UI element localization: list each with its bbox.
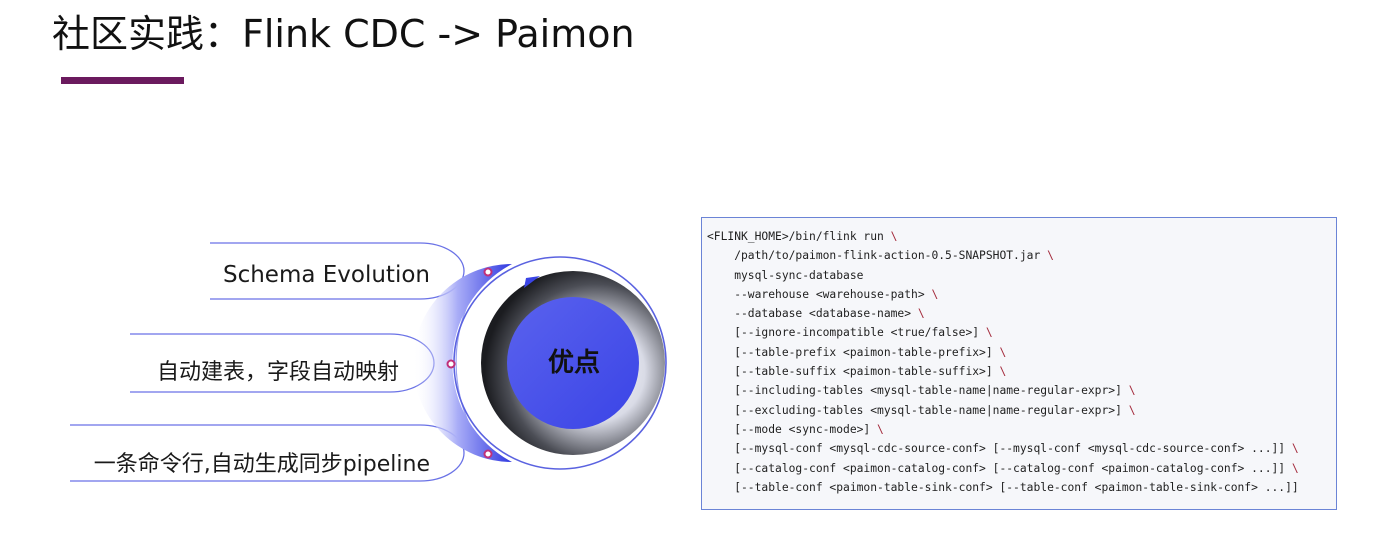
ring-arrow-icon <box>524 276 540 288</box>
code-line: [--mysql-conf <mysql-cdc-source-conf> [-… <box>707 442 1299 456</box>
page-title: 社区实践：Flink CDC -> Paimon <box>52 12 635 56</box>
code-line: mysql-sync-database <box>707 268 864 282</box>
code-line: [--excluding-tables <mysql-table-name|na… <box>707 403 1136 417</box>
pin-bottom <box>483 449 493 459</box>
title-underline <box>61 77 184 84</box>
blue-crescent <box>413 264 512 462</box>
code-line: --warehouse <warehouse-path> \ <box>707 287 939 301</box>
code-line: [--table-prefix <paimon-table-prefix>] \ <box>707 345 1007 359</box>
code-line: [--catalog-conf <paimon-catalog-conf> [-… <box>707 461 1299 475</box>
pin-top <box>483 267 493 277</box>
advantage-auto-table-mapping: 自动建表，字段自动映射 <box>156 360 399 385</box>
advantages-diagram <box>70 242 667 482</box>
code-line: [--including-tables <mysql-table-name|na… <box>707 384 1136 398</box>
center-circle <box>507 297 639 429</box>
code-line: [--table-conf <paimon-table-sink-conf> [… <box>707 480 1299 494</box>
code-line: /path/to/paimon-flink-action-0.5-SNAPSHO… <box>707 249 1054 263</box>
advantage-schema-evolution: Schema Evolution <box>222 262 430 288</box>
code-block: <FLINK_HOME>/bin/flink run \ /path/to/pa… <box>701 217 1337 510</box>
pill-outline-3 <box>70 424 465 482</box>
code-line: <FLINK_HOME>/bin/flink run \ <box>707 230 898 243</box>
pill-outline-1 <box>210 242 465 300</box>
code-line: --database <database-name> \ <box>707 307 925 321</box>
code-line: [--ignore-incompatible <true/false>] \ <box>707 326 993 340</box>
advantage-one-command-pipeline: 一条命令行,自动生成同步pipeline <box>93 452 430 477</box>
code-line: [--mode <sync-mode>] \ <box>707 422 884 436</box>
pin-middle <box>446 359 456 369</box>
center-label: 优点 <box>547 348 600 378</box>
code-line: [--table-suffix <paimon-table-suffix>] \ <box>707 365 1007 379</box>
